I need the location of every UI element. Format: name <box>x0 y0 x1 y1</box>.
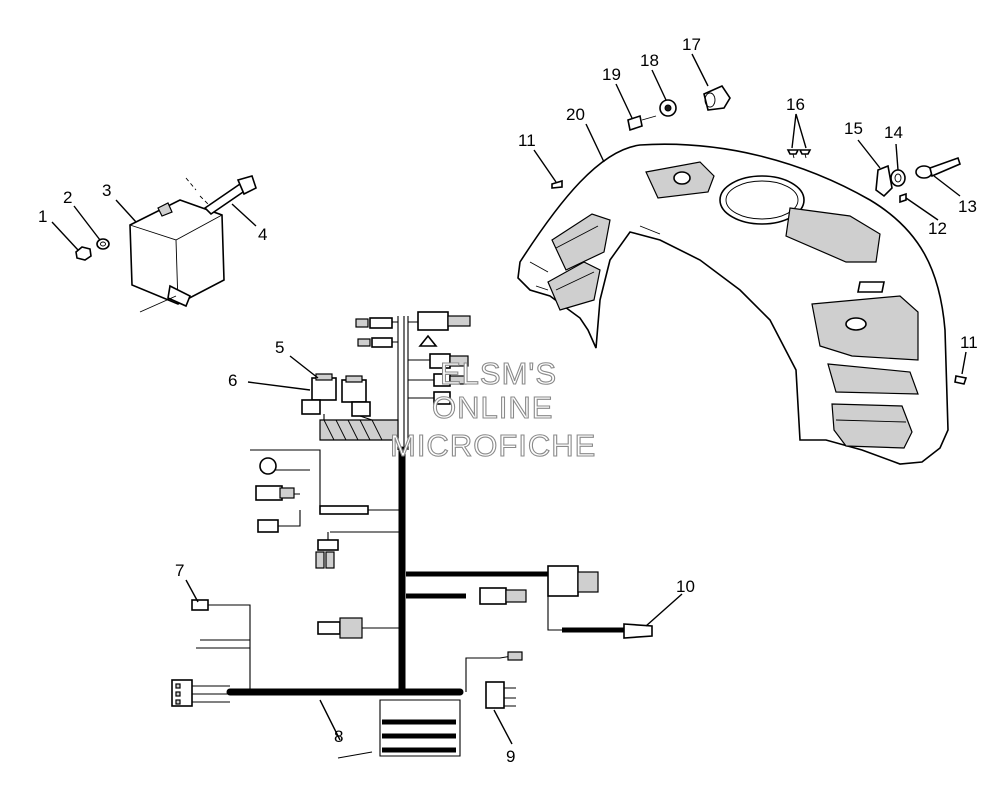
key-part <box>627 114 643 132</box>
callout-16: 16 <box>786 95 805 114</box>
washer-part <box>890 169 906 187</box>
callout-17: 17 <box>682 35 701 54</box>
callout-11-left: 11 <box>518 131 536 150</box>
cable-part <box>929 156 961 178</box>
leader-lines <box>51 53 967 745</box>
connector-block <box>465 651 523 709</box>
bolt-part <box>203 182 248 216</box>
callout-15: 15 <box>844 119 863 138</box>
callout-12: 12 <box>928 219 947 238</box>
callout-1: 1 <box>38 207 47 226</box>
callout-19: 19 <box>602 65 621 84</box>
right-branch <box>406 565 653 639</box>
left-branch <box>250 449 400 569</box>
callout-13: 13 <box>958 197 977 216</box>
lever-part <box>875 164 893 198</box>
callout-9: 9 <box>506 747 515 766</box>
callout-8: 8 <box>334 727 343 746</box>
callout-18: 18 <box>640 51 659 70</box>
relay-parts <box>301 373 399 441</box>
callout-6: 6 <box>228 371 237 390</box>
dash-hardware <box>551 84 968 385</box>
callout-20: 20 <box>566 105 585 124</box>
callout-7: 7 <box>175 561 184 580</box>
callout-11-right: 11 <box>960 333 978 352</box>
watermark: ELSM'S ONLINE MICROFICHE <box>389 355 596 463</box>
bottom-harness-loops <box>337 699 461 759</box>
screw-part <box>551 179 563 189</box>
watermark-line-3: MICROFICHE <box>390 428 596 463</box>
watermark-line-2: ONLINE <box>432 390 553 425</box>
top-connectors <box>355 311 471 405</box>
callout-14: 14 <box>884 123 903 142</box>
watermark-line-1: ELSM'S <box>440 356 557 391</box>
nut-part <box>75 246 92 261</box>
callout-4: 4 <box>258 225 267 244</box>
left-terminal-block <box>171 679 230 707</box>
callout-labels: 1 2 3 4 5 6 7 8 9 10 11 11 12 13 14 15 1… <box>38 35 978 766</box>
regulator-box <box>129 199 225 305</box>
knob-part <box>703 84 731 111</box>
callout-2: 2 <box>63 188 72 207</box>
callout-5: 5 <box>275 338 284 357</box>
lower-left-branch <box>191 599 400 690</box>
regulator-assembly <box>75 175 257 313</box>
callout-3: 3 <box>102 181 111 200</box>
gauge-opening <box>719 175 805 225</box>
wiring-harness <box>171 311 653 759</box>
callout-10: 10 <box>676 577 695 596</box>
washer-part <box>96 238 110 250</box>
screw-part <box>954 375 968 385</box>
dash-panel <box>517 143 949 465</box>
